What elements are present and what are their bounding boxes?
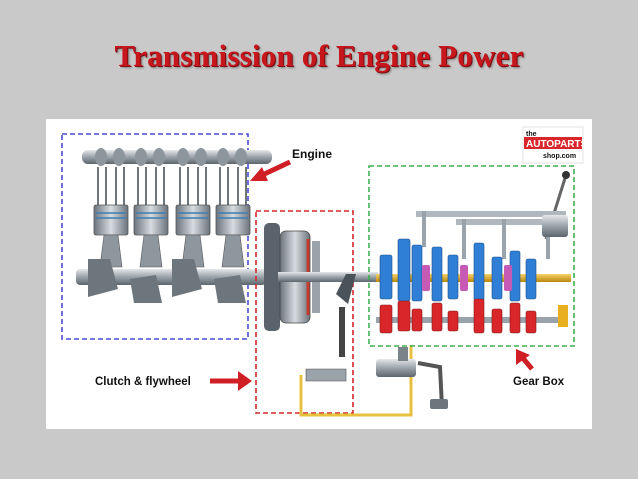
clutch-illustration: [264, 223, 448, 417]
gearbox-arrow: [516, 349, 534, 371]
engine-arrow: [250, 159, 292, 181]
transmission-diagram: Engine Clutch & flywheel: [61, 126, 588, 417]
engine-illustration: [76, 148, 272, 303]
diagram-panel: Engine Clutch & flywheel: [46, 119, 592, 429]
engine-label: Engine: [292, 147, 332, 161]
logo-line3: shop.com: [543, 153, 576, 160]
slide-title: Transmission of Engine Power: [114, 38, 524, 73]
clutch-arrow: [210, 371, 252, 391]
clutch-label: Clutch & flywheel: [95, 376, 191, 388]
gearbox-boundary: [368, 165, 575, 347]
gearbox-label: Gear Box: [513, 376, 565, 388]
clutch-boundary: [255, 210, 354, 414]
logo-line2: AUTOPARTS: [526, 139, 588, 150]
autoparts-logo: the AUTOPARTS shop.com: [522, 126, 588, 164]
logo-line1: the: [526, 131, 537, 138]
gearbox-illustration: [376, 171, 571, 334]
engine-boundary: [61, 133, 249, 340]
